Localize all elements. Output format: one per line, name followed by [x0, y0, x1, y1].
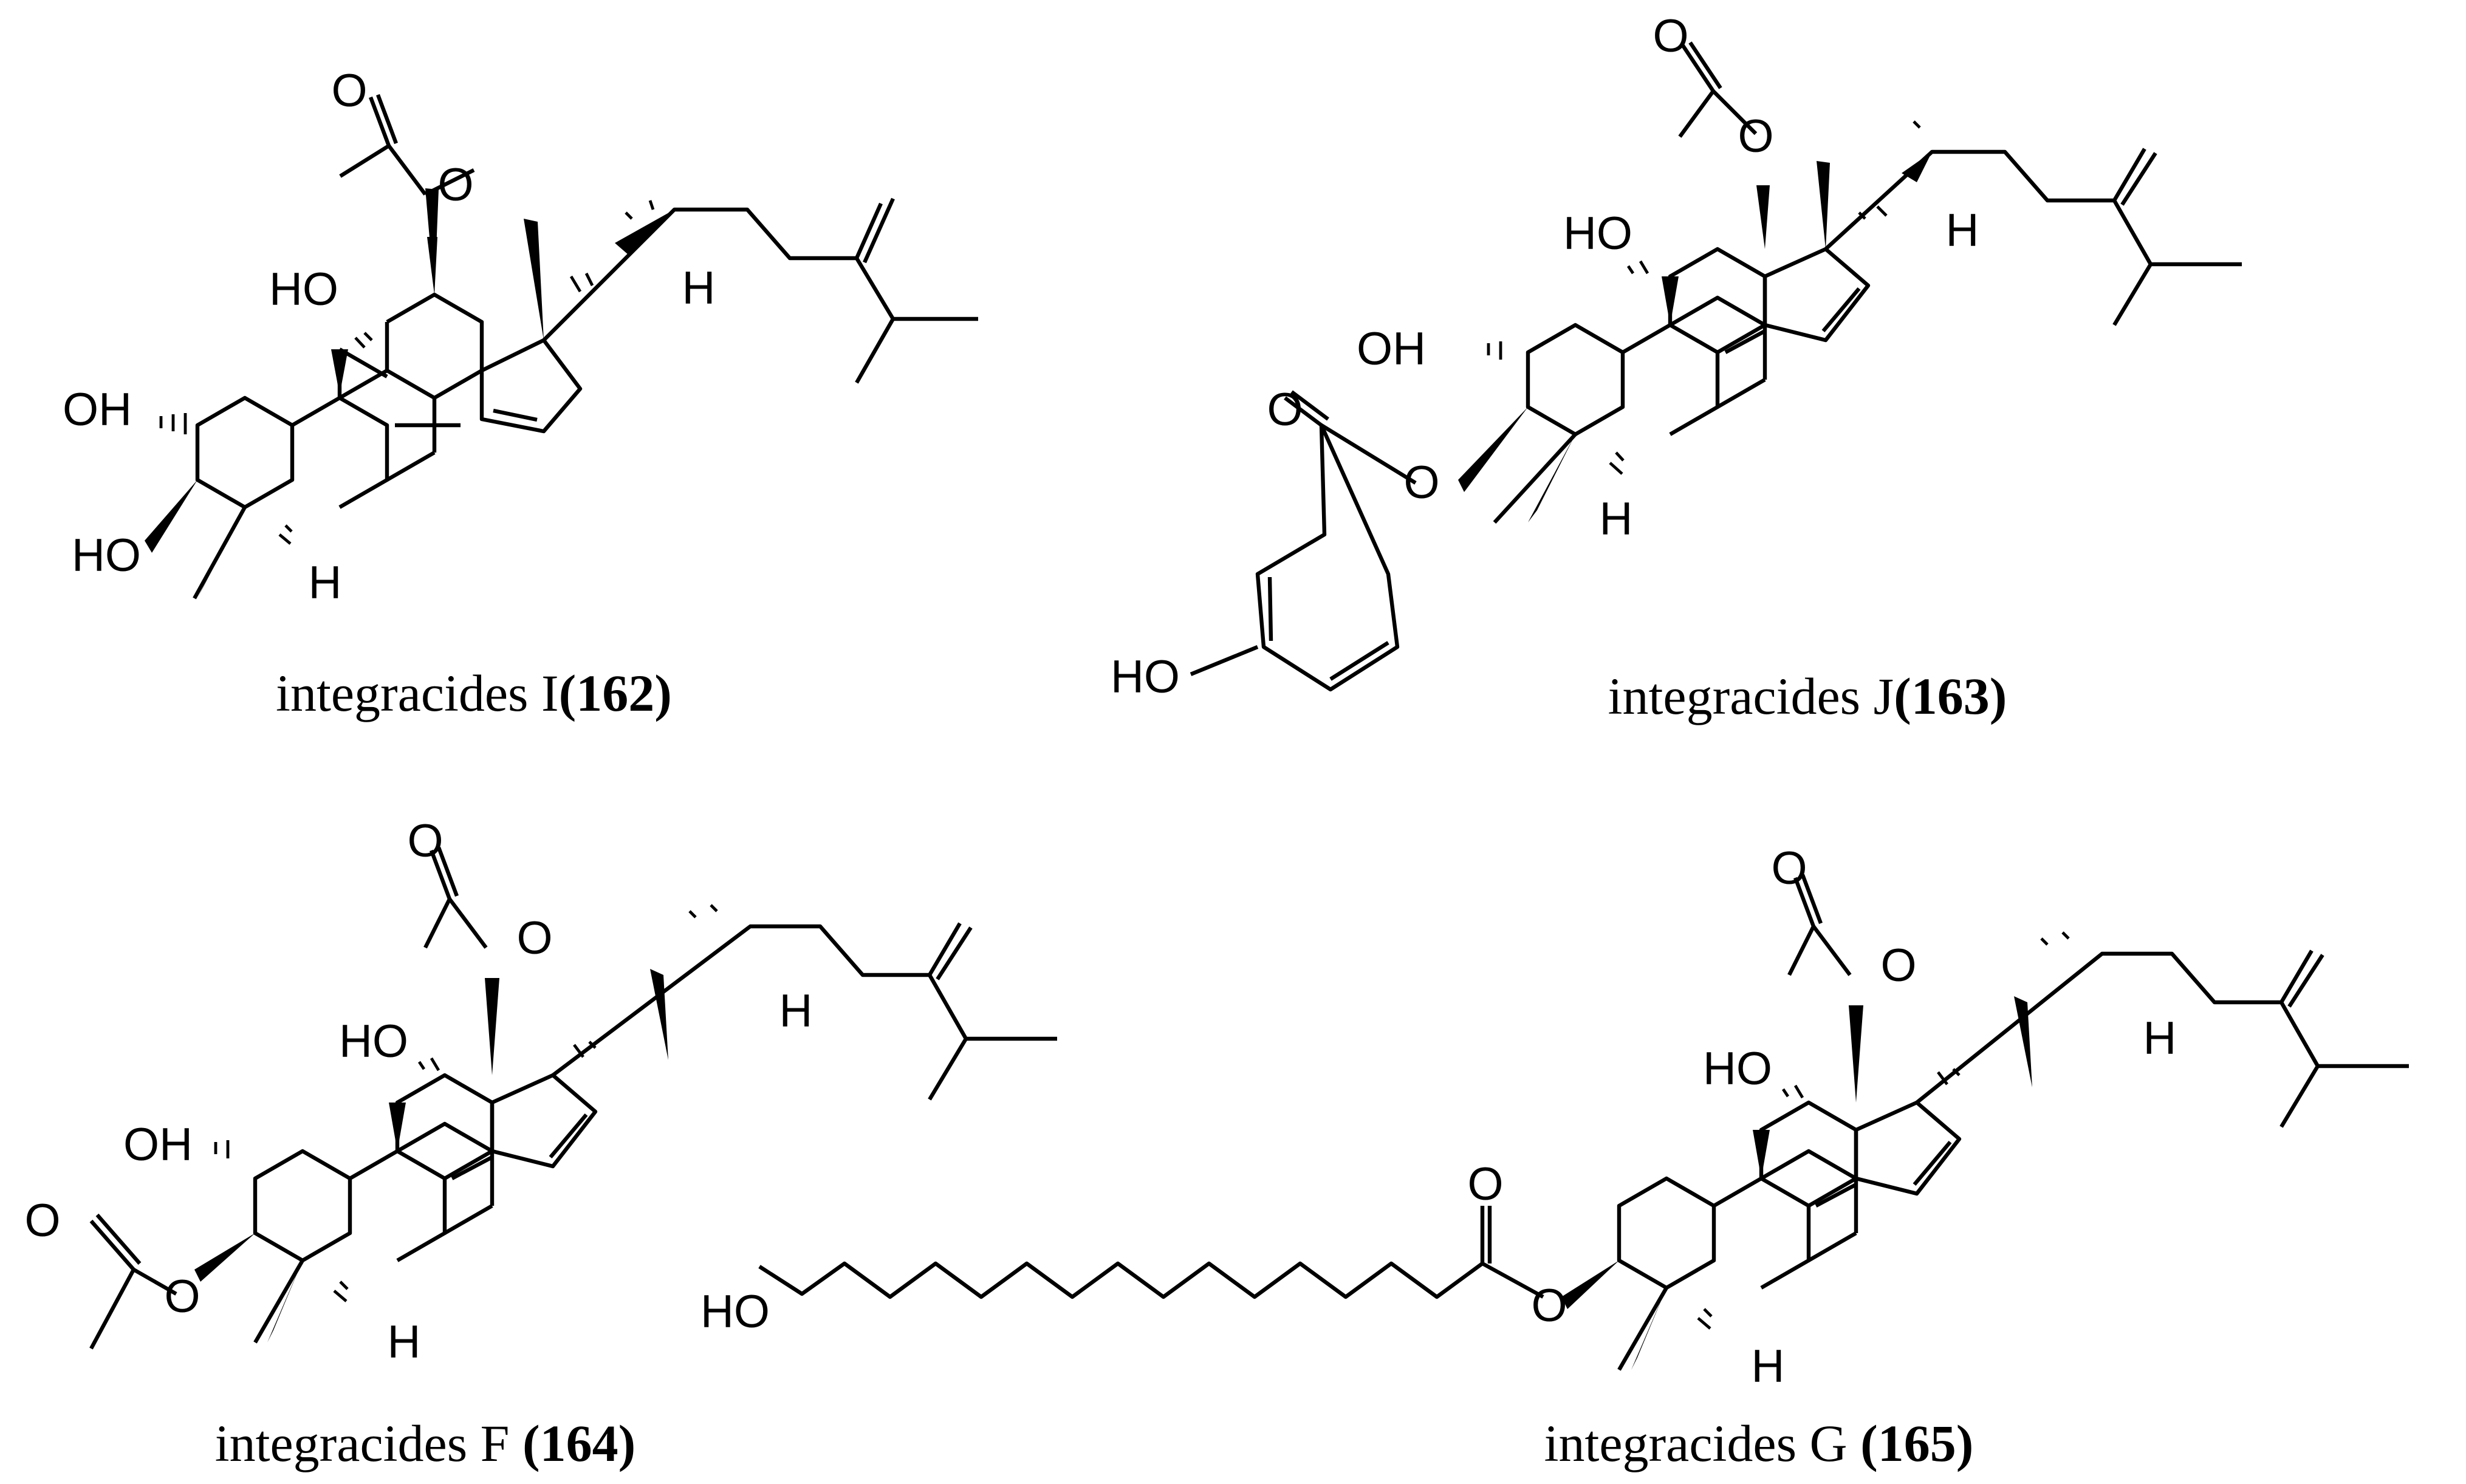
- oxygen-label: O: [164, 1271, 200, 1322]
- hydroxyl-label: HO: [1563, 208, 1632, 259]
- hydroxyl-label: OH: [123, 1119, 193, 1171]
- oxygen-label: O: [1467, 1158, 1503, 1210]
- oxygen-label: O: [407, 815, 443, 867]
- oxygen-label: O: [437, 159, 473, 211]
- caption-162: integracides I(162): [276, 664, 672, 722]
- oxygen-label: O: [1880, 940, 1916, 991]
- hydroxyl-label: OH: [1357, 323, 1426, 375]
- oxygen-label: O: [1531, 1280, 1567, 1332]
- oxygen-label: O: [1403, 457, 1439, 508]
- caption-163: integracides J(163): [1608, 667, 2007, 725]
- structure-164: O O HO H OH O O H: [24, 815, 1057, 1368]
- structure-162: O O HO H OH HO H: [63, 65, 978, 609]
- oxygen-label: O: [331, 65, 367, 117]
- hydrogen-label: H: [779, 985, 813, 1037]
- hydrogen-label: H: [1752, 1341, 1785, 1392]
- hydrogen-label: H: [682, 262, 716, 314]
- oxygen-label: O: [24, 1195, 60, 1246]
- hydroxyl-label: HO: [1703, 1043, 1772, 1095]
- hydroxyl-label: HO: [339, 1016, 408, 1067]
- caption-164: integracides F (164): [215, 1414, 636, 1472]
- hydrogen-label: H: [2143, 1013, 2177, 1064]
- oxygen-label: O: [1267, 384, 1303, 436]
- hydrogen-label: H: [1600, 493, 1633, 545]
- oxygen-label: O: [1738, 111, 1773, 162]
- hydroxyl-label: HO: [1111, 651, 1180, 703]
- hydroxyl-label: HO: [72, 530, 141, 581]
- oxygen-label: O: [516, 912, 552, 964]
- structure-163: O O HO H OH O O H HO: [1111, 10, 2242, 703]
- oxygen-label: O: [1653, 10, 1688, 62]
- hydrogen-label: H: [309, 557, 342, 609]
- hydroxyl-label: HO: [269, 264, 338, 315]
- structure-165: O O HO H O O HO H: [700, 843, 2409, 1392]
- hydroxyl-label: HO: [700, 1286, 770, 1338]
- hydroxyl-label: OH: [63, 384, 132, 436]
- oxygen-label: O: [1771, 843, 1807, 894]
- hydrogen-label: H: [1946, 205, 1979, 256]
- caption-165: integracides G (165): [1544, 1414, 1974, 1472]
- hydrogen-label: H: [388, 1316, 421, 1368]
